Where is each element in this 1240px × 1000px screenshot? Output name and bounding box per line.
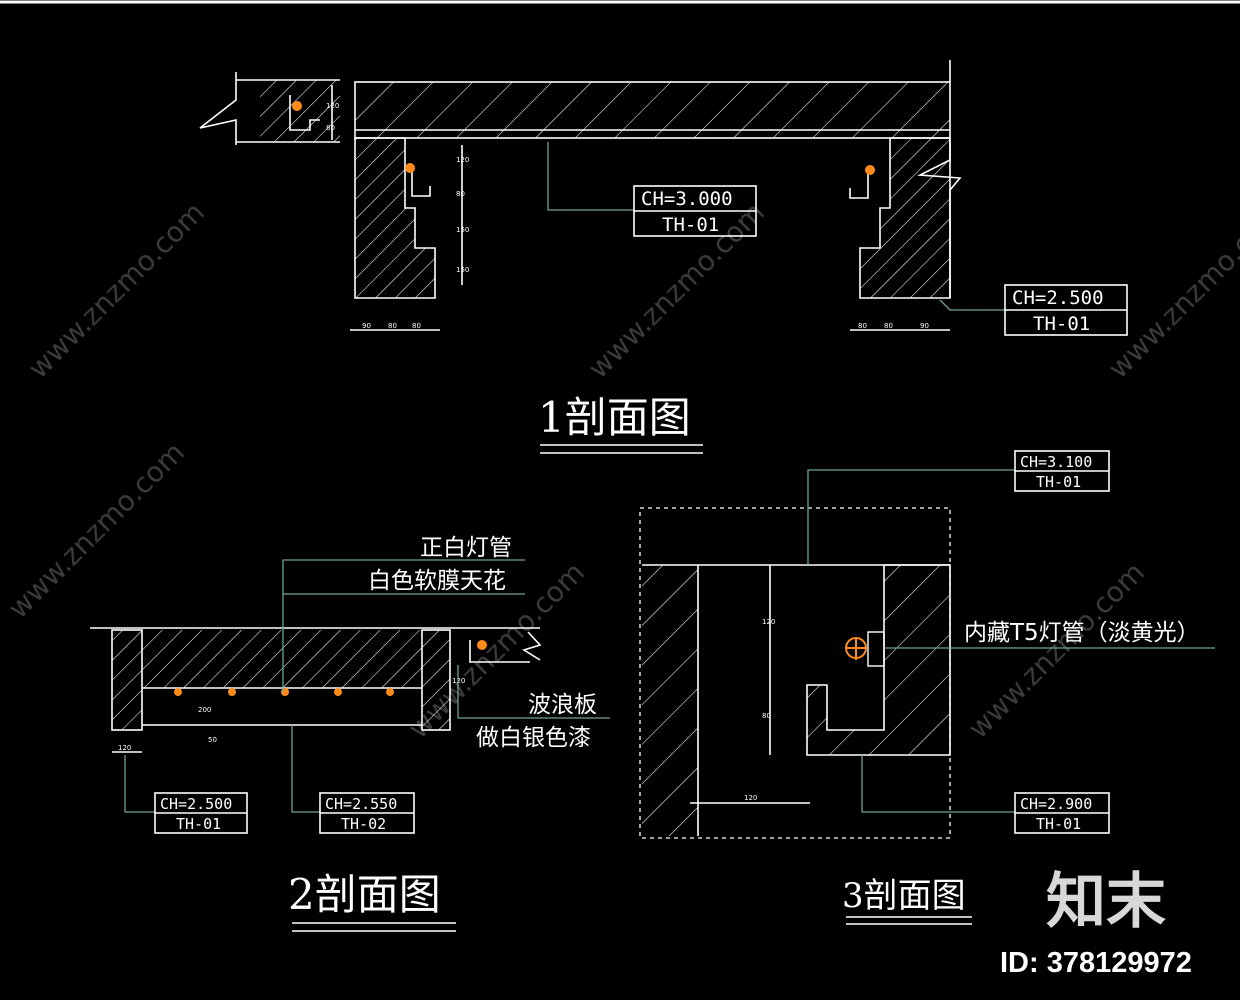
dim-label: 90 bbox=[920, 322, 929, 330]
dim-label: 150 bbox=[456, 266, 469, 274]
note-text: 内藏T5灯管（淡黄光） bbox=[964, 620, 1200, 646]
dim-label: 80 bbox=[326, 124, 335, 132]
note-text: 正白灯管 bbox=[420, 535, 512, 561]
dim-label: 80 bbox=[456, 190, 465, 198]
finish-code-label: TH-01 bbox=[662, 214, 719, 236]
dim-label: 80 bbox=[762, 712, 771, 720]
image-id-label: ID: 378129972 bbox=[1000, 947, 1192, 979]
section-title: 1剖面图 bbox=[538, 393, 691, 442]
ceiling-height-label: CH=2.900 bbox=[1020, 795, 1092, 813]
lamp-icon bbox=[845, 631, 885, 667]
lamp-icon bbox=[865, 165, 875, 175]
section-3: 120 80 120 CH=3.100 TH-01 内藏T5灯管（淡黄光） CH… bbox=[639, 450, 1215, 925]
ceiling-height-label: CH=2.550 bbox=[325, 795, 397, 813]
finish-code-label: TH-02 bbox=[341, 815, 386, 833]
dim-label: 80 bbox=[858, 322, 867, 330]
lamp-icon bbox=[292, 101, 302, 111]
section-title: 2剖面图 bbox=[288, 870, 441, 919]
dim-label: 50 bbox=[208, 736, 217, 744]
dim-label: 80 bbox=[412, 322, 421, 330]
lamp-icon bbox=[281, 688, 289, 696]
lamp-icon bbox=[405, 163, 415, 173]
finish-code-label: TH-01 bbox=[1036, 815, 1081, 833]
dim-label: 200 bbox=[198, 706, 211, 714]
finish-code-label: TH-01 bbox=[1033, 313, 1090, 335]
section-2: 120 200 50 120 正白灯管 白色软膜天花 波浪板 做白银色漆 CH=… bbox=[90, 535, 610, 932]
lamp-icon bbox=[228, 688, 236, 696]
finish-code-label: TH-01 bbox=[1036, 473, 1081, 491]
dim-label: 80 bbox=[388, 322, 397, 330]
ceiling-height-label: CH=2.500 bbox=[160, 795, 232, 813]
dim-label: 120 bbox=[456, 156, 469, 164]
brand-logo: 知末 bbox=[1046, 867, 1166, 937]
section-1: 120 80 120 80 150 150 90 80 80 80 80 90 … bbox=[199, 60, 1128, 454]
ceiling-height-label: CH=2.500 bbox=[1012, 287, 1104, 309]
note-text: 波浪板 bbox=[528, 692, 597, 718]
lamp-icon bbox=[174, 688, 182, 696]
ceiling-height-label: CH=3.000 bbox=[641, 188, 733, 210]
lamp-icon bbox=[477, 640, 487, 650]
dim-label: 90 bbox=[362, 322, 371, 330]
lamp-icon bbox=[386, 688, 394, 696]
dim-label: 150 bbox=[456, 226, 469, 234]
dim-label: 120 bbox=[452, 677, 465, 685]
section-title: 3剖面图 bbox=[842, 876, 966, 916]
dim-label: 120 bbox=[326, 102, 339, 110]
note-text: 白色软膜天花 bbox=[368, 568, 506, 594]
ceiling-height-label: CH=3.100 bbox=[1020, 453, 1092, 471]
dim-label: 120 bbox=[744, 794, 757, 802]
dim-label: 120 bbox=[118, 744, 131, 752]
note-text: 做白银色漆 bbox=[476, 725, 591, 751]
dim-label: 80 bbox=[884, 322, 893, 330]
finish-code-label: TH-01 bbox=[176, 815, 221, 833]
lamp-icon bbox=[334, 688, 342, 696]
dim-label: 120 bbox=[762, 618, 775, 626]
